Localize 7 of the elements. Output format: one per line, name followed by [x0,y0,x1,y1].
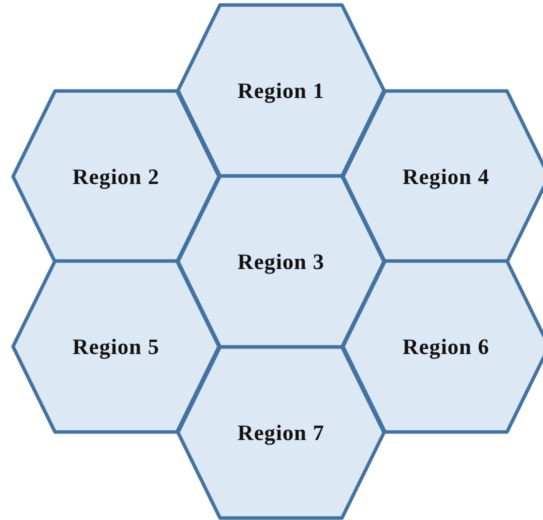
region-label: Region 3 [238,248,324,276]
region-label: Region 4 [402,162,490,191]
region-label: Region 1 [238,76,324,105]
region-label: Region 2 [72,162,160,191]
region-label: Region 6 [402,332,490,361]
region-label: Region 5 [72,332,160,361]
region-label: Region 7 [238,418,324,447]
